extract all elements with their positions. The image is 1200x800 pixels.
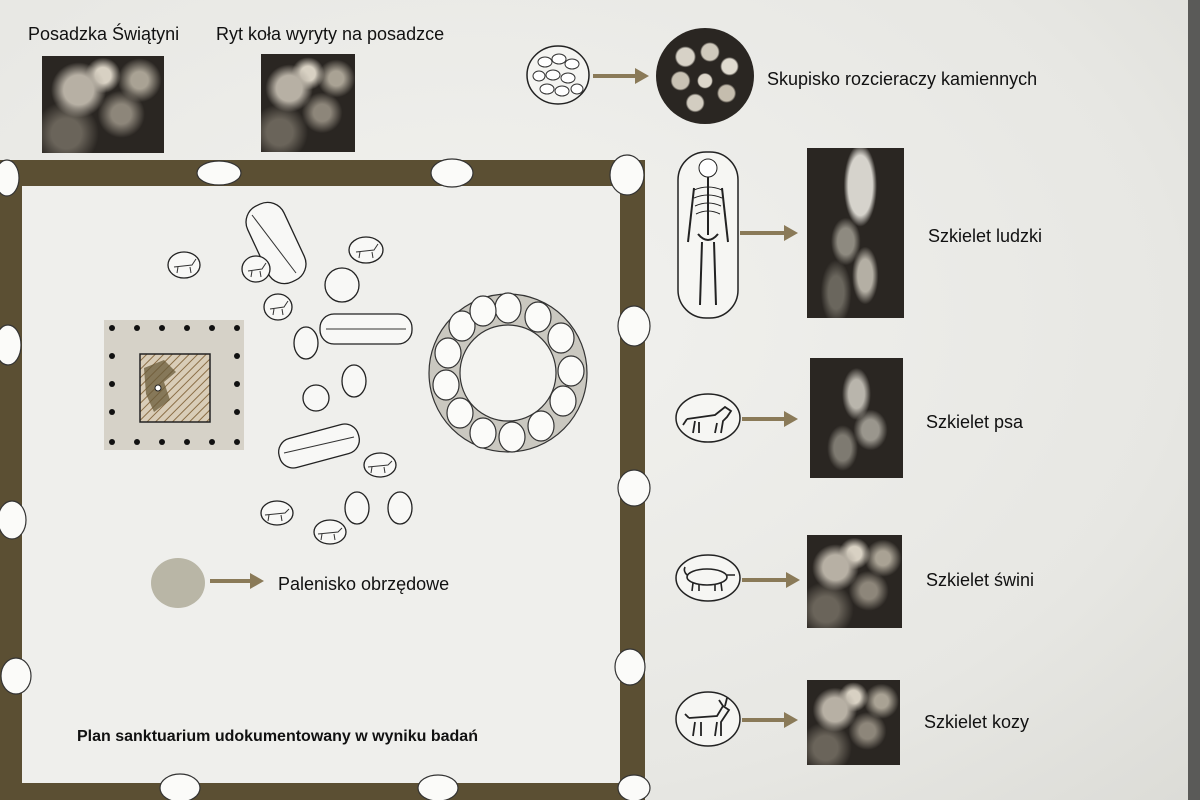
stone-icon	[617, 305, 651, 347]
label-circle-engraving: Ryt koła wyryty na posadzce	[216, 24, 445, 44]
wall-left	[0, 160, 22, 800]
goat-icon	[344, 491, 370, 525]
pig-icon	[363, 452, 397, 478]
arrow-human	[740, 225, 798, 241]
goat-icon	[341, 364, 367, 398]
photo-human-skeleton	[807, 148, 904, 318]
dog-icon	[167, 251, 201, 279]
label-temple-floor: Posadzka Świątyni	[28, 24, 180, 44]
skeleton-icon	[677, 151, 739, 319]
stone-icon	[159, 773, 201, 800]
photo-goat-skeleton	[807, 680, 900, 765]
photo-circle-engraving	[261, 54, 355, 152]
goat-icon	[293, 326, 319, 360]
stone-icon	[417, 774, 459, 800]
skeleton-icon	[245, 201, 307, 285]
label-goat-skeleton: Szkielet kozy	[924, 712, 1030, 732]
plan-caption: Plan sanktuarium udokumentowany w wyniku…	[77, 728, 478, 745]
hearth-icon	[151, 558, 205, 608]
stone-icon	[0, 657, 32, 695]
stone-circle	[428, 292, 588, 453]
stone-icon	[0, 159, 20, 197]
stone-icon	[614, 648, 646, 686]
arrow-dog	[742, 411, 798, 427]
wall-stones	[0, 154, 651, 800]
arrow-goat	[742, 712, 798, 728]
arrow-pig	[742, 572, 800, 588]
arrow-grinders	[593, 68, 649, 84]
board-frame-edge	[1188, 0, 1200, 800]
label-grinders: Skupisko rozcieraczy kamiennych	[767, 69, 1038, 89]
stone-icon	[196, 160, 242, 186]
label-hearth: Palenisko obrzędowe	[278, 574, 450, 594]
goat-icon	[675, 691, 741, 747]
pig-icon	[675, 554, 741, 602]
stone-icon	[0, 500, 27, 540]
burials-group	[167, 201, 413, 545]
goat-icon	[387, 491, 413, 525]
goat-icon	[241, 255, 271, 283]
pig-icon	[313, 519, 347, 545]
stone-icon	[617, 774, 651, 800]
label-dog-skeleton: Szkielet psa	[926, 412, 1024, 432]
pig-icon	[260, 500, 294, 526]
stone-icon	[0, 324, 22, 366]
sanctuary-interior	[22, 186, 620, 783]
stone-icon	[609, 154, 645, 196]
photo-grinders	[656, 28, 754, 124]
goat-icon	[302, 384, 330, 412]
wall-top	[0, 160, 645, 186]
photo-dog-skeleton	[810, 358, 903, 478]
skeleton-icon	[278, 423, 360, 469]
stone-icon	[617, 469, 651, 507]
dog-icon	[348, 236, 384, 264]
photo-pig-skeleton	[807, 535, 902, 628]
photo-temple-floor	[42, 56, 164, 153]
grinder-cluster-icon	[526, 45, 590, 105]
stone-icon	[430, 158, 474, 188]
building-structure	[104, 320, 244, 450]
goat-icon	[263, 293, 293, 321]
label-human-skeleton: Szkielet ludzki	[928, 226, 1043, 246]
label-pig-skeleton: Szkielet świni	[926, 570, 1035, 590]
arrow-hearth	[210, 573, 264, 589]
grinder-cluster-icon	[324, 267, 360, 303]
dog-icon	[675, 393, 741, 443]
